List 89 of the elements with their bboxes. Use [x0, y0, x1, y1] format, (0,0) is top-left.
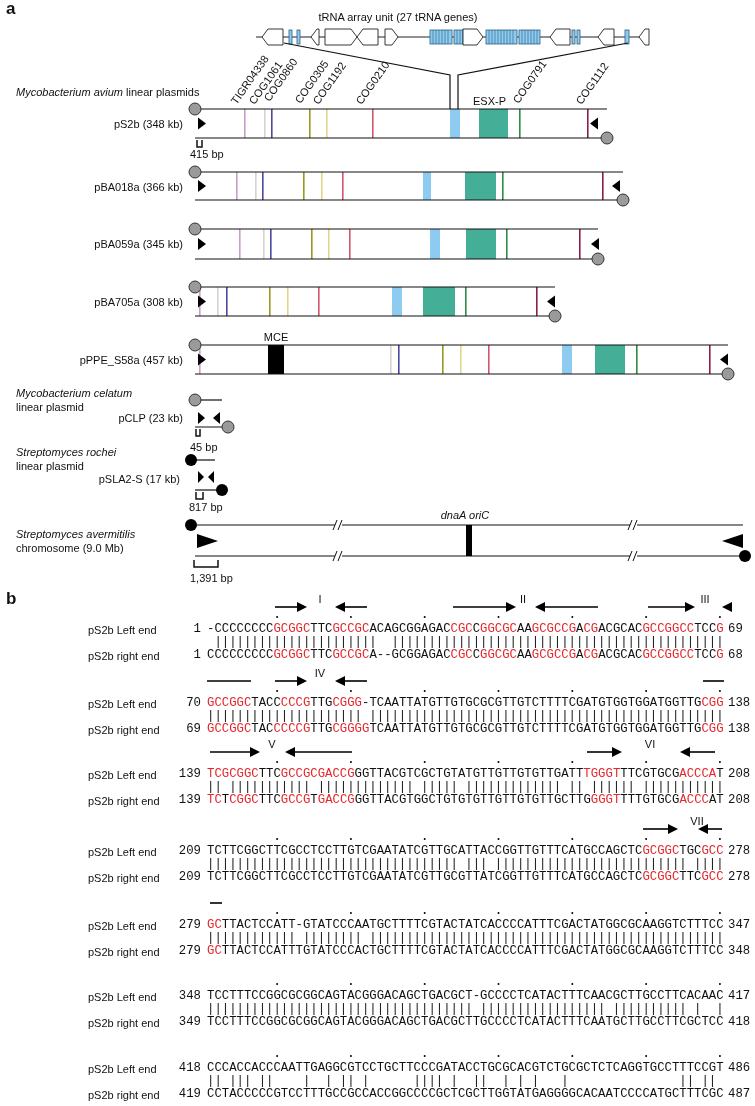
position-number: 209 — [178, 870, 201, 885]
sequence-text: CCCCCCCCCGCGGCTTCGCCGCA--GCGGAGACCGCCGGCGCAAGCGCCGACGACGCACGCCGGCCTCCG — [207, 648, 724, 663]
plasmid-name: pBA018a (366 kb) — [94, 180, 183, 194]
position-number: 138 — [728, 722, 751, 737]
organism-label: Streptomyces avermitilis chromosome (9.0 Mb) — [16, 527, 137, 555]
position-number: 487 — [728, 1087, 751, 1102]
position-number: 417 — [728, 989, 751, 1004]
scale-label: 45 bp — [190, 440, 218, 454]
position-number: 209 — [178, 844, 201, 859]
match-bars: |||||||||||||||||||||| ||||||||||||||||||||||||||||||||||||||||||||| — [207, 635, 724, 650]
sequence-name: pS2b right end — [88, 945, 160, 959]
organism-label: Mycobacterium avium linear plasmids — [16, 85, 200, 99]
sequence-name: pS2b Left end — [88, 1062, 157, 1076]
sequence-text: TCGCGGCTTCGCCGCGACCGGGTTACGTCGCTGTATGTTGTTGTGTTGATTTGGGTTTCGTGCGACCCAT — [207, 767, 724, 781]
match-bars: |||||||||||||||||||||||||||||||||||| ||||||||||||||||| |||||||||| | | — [207, 1002, 724, 1017]
sequence-text: GCCGGCTACCCCCGTTGCGGGGTCAATTATGTTGTGCGCGTTGTCTTTTCGATGTGGTGGATGGTTGCGG — [207, 722, 724, 737]
repeat-numeral: IV — [314, 666, 326, 680]
scale-label: 817 bp — [189, 500, 223, 514]
gene-label: dnaA oriC — [440, 508, 490, 522]
panel-letter: a — [6, 2, 16, 16]
sequence-name: pS2b Left end — [88, 768, 157, 782]
position-number: 279 — [178, 918, 201, 933]
position-number: 139 — [178, 793, 201, 808]
plasmid-name: pBA705a (308 kb) — [94, 295, 183, 309]
plasmid-name: pSLA2-S (17 kb) — [98, 472, 180, 486]
gene-label: ESX-P — [473, 94, 506, 108]
scale-label: 415 bp — [190, 147, 224, 161]
match-bars: || ||| || | | || | |||| | || | | | | || || — [207, 1074, 724, 1089]
position-number: 349 — [178, 1015, 201, 1030]
position-number: 418 — [728, 1015, 751, 1030]
position-number: 139 — [178, 767, 201, 782]
position-number: 68 — [728, 648, 743, 663]
sequence-name: pS2b right end — [88, 794, 160, 808]
sequence-name: pS2b right end — [88, 1016, 160, 1030]
position-number: 278 — [728, 844, 751, 859]
position-number: 348 — [178, 989, 201, 1004]
repeat-numeral: II — [519, 592, 527, 606]
sequence-text: GCTTACTCCATTTGTATCCCACTGCTTTTCGTACTATCACCCCATTTCGACTATGGCGCAAGGTCTTTCC — [207, 944, 724, 959]
position-number: 70 — [186, 696, 201, 711]
position-number: 418 — [178, 1061, 201, 1076]
sequence-text: -CCCCCCCCGCGGCTTCGCCGCACAGCGGAGACCGCCGGCGCAAGCGCCGACGACGCACGCCGGCCTCCG — [207, 622, 724, 636]
sequence-name: pS2b right end — [88, 871, 160, 885]
sequence-text: TCTTCGGCTTCGCCTCCTTGTCGAATATCGTTGCGTTATCGGTTGTTTCATGCCAGCTCGCGGCTTCGCC — [207, 870, 724, 885]
sequence-text: GCTTACTCCATT-GTATCCCAATGCTTTTCGTACTATCACCCCATTTCGACTATGGCGCAAGGTCTTTCC — [207, 918, 724, 932]
position-number: 69 — [728, 622, 743, 637]
position-number: 69 — [186, 722, 201, 737]
plasmid-name: pBA059a (345 kb) — [94, 237, 183, 251]
sequence-text: CCCACCACCCAATTGAGGCGTCCTGCTTCCCGATACCTGCGCACGTCTGCGCTCTCAGGTGCCTTTCCGT — [207, 1061, 724, 1075]
sequence-text: GCCGGCTACCCCCGTTGCGGG-TCAATTATGTTGTGCGCGTTGTCTTTTCGATGTGGTGGATGGTTGCGG — [207, 696, 724, 710]
sequence-name: pS2b Left end — [88, 919, 157, 933]
repeat-numeral: III — [700, 592, 710, 606]
sequence-name: pS2b Left end — [88, 697, 157, 711]
position-number: 486 — [728, 1061, 751, 1076]
position-number: 279 — [178, 944, 201, 959]
repeat-numeral: I — [318, 592, 322, 606]
repeat-numeral: VI — [644, 737, 656, 751]
plasmid-name: pS2b (348 kb) — [113, 117, 183, 131]
sequence-name: pS2b right end — [88, 723, 160, 737]
position-number: 138 — [728, 696, 751, 711]
position-number: 1 — [193, 648, 201, 663]
position-number: 347 — [728, 918, 751, 933]
sequence-text: TCCTTTCCGGCGCGGCAGTACGGGACAGCTGACGCT-GCCCCTCATACTTTCAACGCTTGCCTTCACAAC — [207, 989, 724, 1003]
position-number: 208 — [728, 793, 751, 808]
sequence-text: TCCTTTCCGGCGCGGCAGTACGGGACAGCTGACGCTTGCCCCTCATACTTTCAATGCTTGCCTTCGCTCC — [207, 1015, 724, 1030]
panel-letter: b — [6, 592, 17, 606]
repeat-numeral: VII — [690, 814, 704, 828]
sequence-name: pS2b right end — [88, 1088, 160, 1102]
sequence-text: CCTACCCCCGTCCTTTGCCGCCACCGGCCCCGCTCGCTTGGTATGAGGGGCACAATCCCCATGCTTTCGC — [207, 1087, 724, 1102]
sequence-text: TCTCGGCTTCGCCGTGACCGGGTTACGTGGCTGTGTGTTGTTGTGTTGCTTGGGGTTTTGTGCGACCCAT — [207, 793, 724, 808]
position-number: 208 — [728, 767, 751, 782]
sequence-name: pS2b Left end — [88, 623, 157, 637]
array-title: tRNA array unit (27 tRNA genes) — [318, 10, 478, 24]
match-bars: ||||||||||||||||||||| |||||||||||||||||||||||||||||||||||||||||||||||| — [207, 709, 724, 724]
position-number: 1 — [193, 622, 201, 637]
match-bars: |||||||||||| |||||||| |||||||||||||||||||||||||||||||||||||||||||||||| — [207, 931, 724, 946]
plasmid-name: pPPE_S58a (457 kb) — [79, 353, 183, 367]
sequence-name: pS2b Left end — [88, 990, 157, 1004]
repeat-numeral: V — [268, 737, 276, 751]
sequence-name: pS2b right end — [88, 649, 160, 663]
sequence-name: pS2b Left end — [88, 845, 157, 859]
sequence-text: TCTTCGGCTTCGCCTCCTTGTCGAATATCGTTGCATTACCGGTTGTTTCATGCCAGCTCGCGGCTGCGCC — [207, 844, 724, 858]
match-bars: || ||||||||||| ||||||||||||| ||||| ||||||||||||| || |||||| ||||||||||| — [207, 780, 724, 795]
match-bars: |||||||||||||||||||||||||||||||||| ||| |||||||||||||||||||||||||| |||| — [207, 857, 724, 872]
gene-label: MCE — [263, 330, 289, 344]
plasmid-name: pCLP (23 kb) — [118, 411, 183, 425]
scale-label: 1,391 bp — [190, 571, 233, 585]
position-number: 278 — [728, 870, 751, 885]
position-number: 419 — [178, 1087, 201, 1102]
position-number: 348 — [728, 944, 751, 959]
